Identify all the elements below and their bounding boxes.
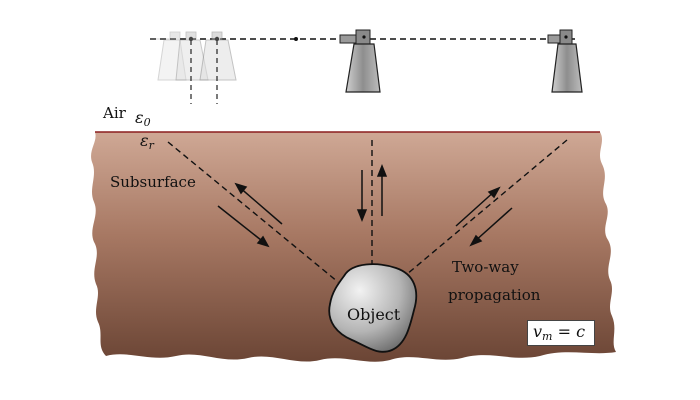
object-label: Object bbox=[347, 305, 401, 324]
ghost-antenna-3 bbox=[199, 31, 237, 81]
propagation-arrow-icon bbox=[455, 186, 513, 247]
subsurface-label: Subsurface bbox=[110, 173, 196, 191]
horn-antenna-icon bbox=[547, 29, 583, 93]
buried-object bbox=[328, 263, 418, 353]
horn-antenna-icon bbox=[339, 29, 381, 93]
subsurface-permittivity-label: εr bbox=[140, 131, 154, 152]
subsurface-ground bbox=[91, 132, 616, 362]
propagation-label: propagation bbox=[448, 286, 541, 304]
two-way-label: Two-way bbox=[452, 258, 519, 276]
propagation-arrow-icon bbox=[356, 163, 388, 223]
ray-left bbox=[167, 141, 339, 283]
propagation-arrow-icon bbox=[217, 182, 283, 248]
velocity-box bbox=[527, 320, 595, 346]
ghost-antenna-1 bbox=[150, 31, 187, 81]
air-label: Air bbox=[103, 104, 126, 122]
ray-right bbox=[399, 139, 568, 281]
air-permittivity-label: ε0 bbox=[135, 108, 151, 129]
velocity-label: vm = c bbox=[533, 322, 586, 343]
scan-point bbox=[294, 37, 298, 41]
